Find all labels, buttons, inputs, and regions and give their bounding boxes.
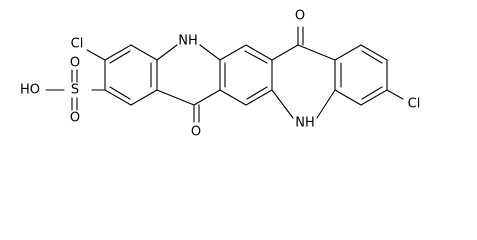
- atom-oxygen-sulfonyl-top: O: [70, 56, 80, 71]
- bond: [360, 44, 388, 61]
- bond: [219, 44, 247, 61]
- atom-oxygen-bottom: O: [191, 125, 201, 140]
- bond: [245, 89, 273, 106]
- bond: [156, 44, 178, 61]
- bond: [360, 89, 388, 106]
- atom-labels: NH NH O O Cl Cl S O O HO: [20, 9, 420, 140]
- bond: [271, 89, 294, 119]
- atom-sulfur: S: [71, 83, 79, 98]
- bond: [297, 44, 336, 61]
- bond-lines: [45, 26, 404, 123]
- bond: [156, 89, 195, 106]
- atom-oxygen-top: O: [295, 9, 305, 24]
- bond: [244, 50, 268, 64]
- bond: [361, 50, 383, 64]
- bond: [334, 89, 362, 106]
- atom-chlorine-left: Cl: [71, 37, 84, 52]
- bond: [271, 44, 299, 61]
- bond: [199, 44, 221, 61]
- bond: [193, 89, 221, 106]
- bond: [130, 44, 158, 61]
- bond: [104, 44, 132, 61]
- bond: [361, 86, 383, 100]
- bond: [109, 50, 131, 64]
- bond: [246, 86, 268, 100]
- bond: [109, 86, 131, 100]
- bond: [104, 89, 132, 106]
- atom-nh-bottom: NH: [295, 116, 315, 131]
- bond: [245, 44, 273, 61]
- bond: [219, 89, 247, 106]
- bond: [386, 89, 404, 100]
- atom-nh-top: NH: [178, 34, 198, 49]
- atom-chlorine-right: Cl: [408, 97, 421, 112]
- atom-hydroxyl: HO: [20, 83, 40, 98]
- bond: [130, 89, 158, 106]
- bond: [86, 49, 106, 61]
- bond: [316, 89, 336, 119]
- chemical-structure-diagram: NH NH O O Cl Cl S O O HO: [20, 9, 420, 140]
- atom-oxygen-sulfonyl-bottom: O: [70, 111, 80, 126]
- bond: [334, 44, 362, 61]
